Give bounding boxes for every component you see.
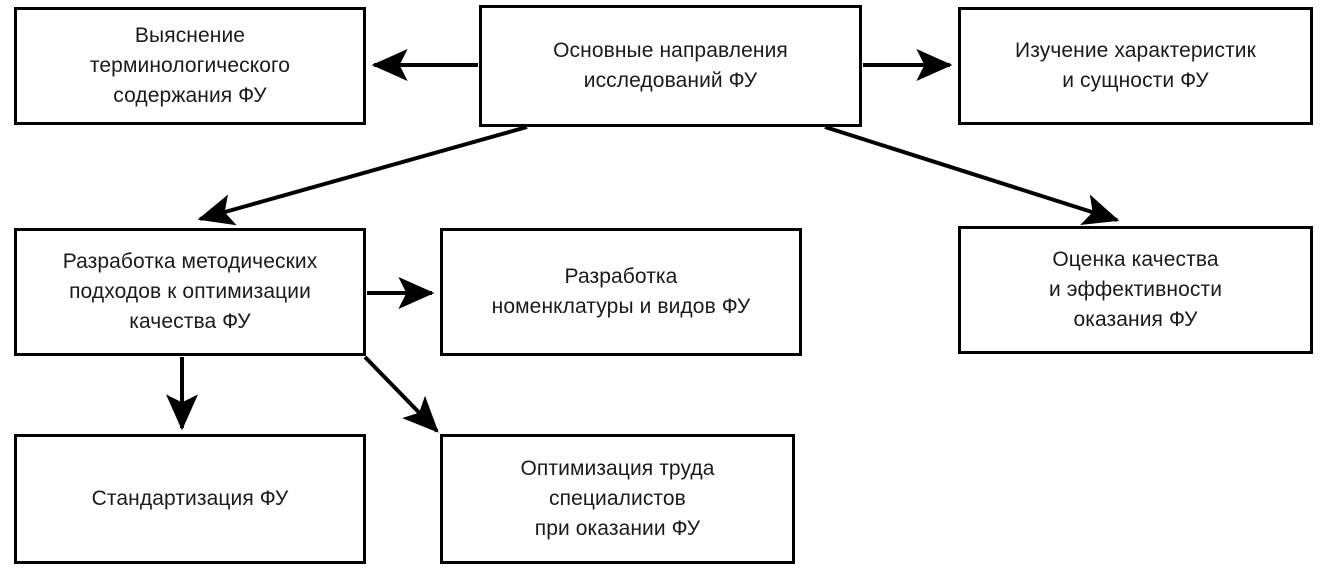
node-main-directions-label: Основные направления исследований ФУ <box>553 39 788 92</box>
node-quality-label: Оценка качества и эффективности оказания… <box>1048 248 1223 331</box>
node-terminology-label: Выяснение терминологического содержания … <box>89 24 291 107</box>
node-labor-optimization[interactable]: Оптимизация труда специалистов при оказа… <box>440 434 795 564</box>
node-labor-optimization-label: Оптимизация труда специалистов при оказа… <box>520 457 715 540</box>
connector-main-to-methods <box>197 125 528 226</box>
node-quality[interactable]: Оценка качества и эффективности оказания… <box>958 226 1313 354</box>
connector-main-to-quality <box>824 125 1120 226</box>
node-nomenclature[interactable]: Разработка номенклатуры и видов ФУ <box>440 228 802 356</box>
node-standardization-label: Стандартизация ФУ <box>91 487 289 511</box>
node-features-label: Изучение характеристик и сущности ФУ <box>1015 39 1256 92</box>
node-terminology[interactable]: Выяснение терминологического содержания … <box>14 7 366 125</box>
node-methods[interactable]: Разработка методических подходов к оптим… <box>14 228 366 356</box>
node-standardization[interactable]: Стандартизация ФУ <box>14 434 366 564</box>
node-nomenclature-label: Разработка номенклатуры и видов ФУ <box>491 265 751 318</box>
node-features[interactable]: Изучение характеристик и сущности ФУ <box>958 7 1313 125</box>
connector-methods-to-labor <box>363 355 439 433</box>
node-main-directions[interactable]: Основные направления исследований ФУ <box>479 5 862 127</box>
node-methods-label: Разработка методических подходов к оптим… <box>62 250 318 333</box>
